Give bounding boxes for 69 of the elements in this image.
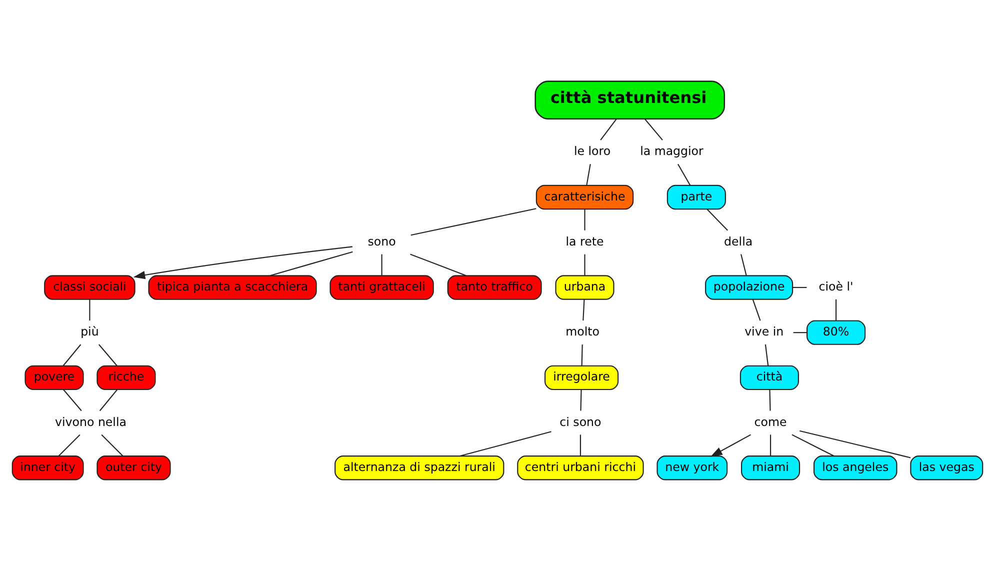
node-box: las vegas bbox=[910, 456, 984, 480]
node-box: urbana bbox=[555, 275, 614, 300]
connector bbox=[793, 332, 807, 334]
connector bbox=[792, 434, 834, 456]
node-box: città bbox=[740, 365, 799, 390]
connector bbox=[800, 430, 911, 458]
connector bbox=[644, 118, 663, 140]
connector bbox=[101, 434, 124, 456]
connector bbox=[62, 344, 82, 366]
node-text: sono bbox=[368, 234, 396, 248]
node-box: new york bbox=[656, 456, 728, 480]
connector bbox=[58, 434, 80, 456]
node-box: 80% bbox=[806, 320, 866, 345]
connector bbox=[580, 434, 581, 456]
node-box: classi sociali bbox=[44, 275, 136, 300]
connector bbox=[706, 208, 728, 231]
node-text: più bbox=[80, 324, 99, 339]
node-text: della bbox=[724, 234, 753, 248]
node-box: irregolare bbox=[544, 365, 619, 390]
connector bbox=[764, 344, 769, 366]
node-text: molto bbox=[566, 324, 600, 339]
connector bbox=[740, 254, 747, 276]
node-box: ricche bbox=[96, 365, 156, 390]
node-box: tipica pianta a scacchiera bbox=[148, 275, 317, 300]
connector bbox=[89, 299, 90, 321]
node-box: parte bbox=[666, 184, 726, 210]
node-box: tanto traffico bbox=[447, 275, 542, 300]
connector bbox=[410, 254, 466, 276]
connector bbox=[752, 299, 761, 321]
connector bbox=[410, 208, 536, 236]
connector bbox=[584, 254, 586, 276]
node-text: vive in bbox=[744, 324, 784, 339]
node-text: ci sono bbox=[560, 414, 602, 429]
node-text: vivono nella bbox=[55, 414, 126, 429]
connector bbox=[63, 389, 82, 412]
node-box: centri urbani ricchi bbox=[517, 456, 644, 480]
node-text: le loro bbox=[574, 144, 611, 158]
node-box: alternanza di spazzi rurali bbox=[334, 456, 504, 480]
node-text: cioè l' bbox=[818, 279, 854, 294]
connector bbox=[99, 389, 118, 412]
connector bbox=[270, 251, 353, 276]
node-box: los angeles bbox=[813, 456, 898, 480]
node-box: outer city bbox=[96, 456, 171, 480]
connector bbox=[836, 299, 837, 321]
node-text: come bbox=[754, 414, 787, 429]
node-box: tanti grattaceli bbox=[330, 275, 434, 300]
node-box: inner city bbox=[12, 456, 84, 480]
connector bbox=[580, 390, 582, 411]
connector bbox=[98, 344, 118, 366]
connector bbox=[769, 390, 771, 411]
node-box: caratterisiche bbox=[536, 184, 634, 210]
node-box: miami bbox=[741, 456, 800, 480]
connector bbox=[381, 254, 382, 276]
connector bbox=[581, 344, 583, 366]
node-box: povere bbox=[24, 365, 84, 390]
connector bbox=[770, 434, 772, 456]
connector bbox=[460, 431, 552, 457]
connector bbox=[678, 164, 691, 186]
connector bbox=[792, 286, 807, 288]
connector bbox=[582, 299, 585, 321]
arrow bbox=[133, 246, 352, 280]
arrow bbox=[710, 434, 752, 457]
node-box: città statunitensi bbox=[534, 80, 725, 120]
connector bbox=[584, 209, 586, 230]
connector bbox=[600, 118, 617, 140]
node-box: popolazione bbox=[705, 275, 794, 300]
node-text: la rete bbox=[566, 234, 604, 248]
connector bbox=[586, 164, 591, 186]
node-text: la maggior bbox=[640, 144, 704, 158]
